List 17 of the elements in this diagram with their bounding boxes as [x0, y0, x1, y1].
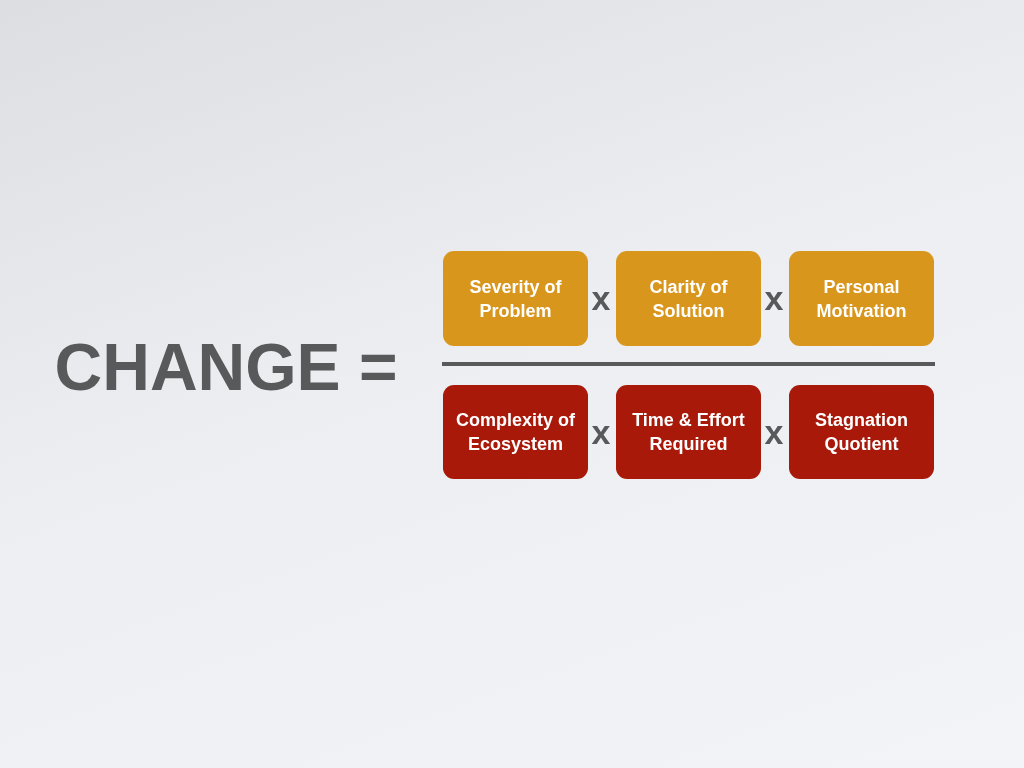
- factor-label: Complexity of Ecosystem: [455, 409, 576, 456]
- factor-label: Clarity of Solution: [648, 275, 729, 323]
- factor-box: [789, 385, 934, 479]
- factor-box: [443, 251, 588, 346]
- factor-label: Time & Effort Required: [631, 409, 746, 456]
- factor-box: [616, 251, 761, 346]
- multiplication-sign: x: [764, 278, 784, 318]
- factor-label: Personal Motivation: [815, 275, 908, 323]
- factor-box: [789, 251, 934, 346]
- multiplication-sign: x: [591, 278, 611, 318]
- factor-label: Stagnation Quotient: [814, 409, 909, 456]
- factor-label: Severity of Problem: [468, 275, 563, 323]
- multiplication-sign: x: [591, 412, 611, 452]
- factor-box: [616, 385, 761, 479]
- factor-box: [443, 385, 588, 479]
- multiplication-sign: x: [764, 412, 784, 452]
- equation-term: CHANGE =: [54, 329, 398, 405]
